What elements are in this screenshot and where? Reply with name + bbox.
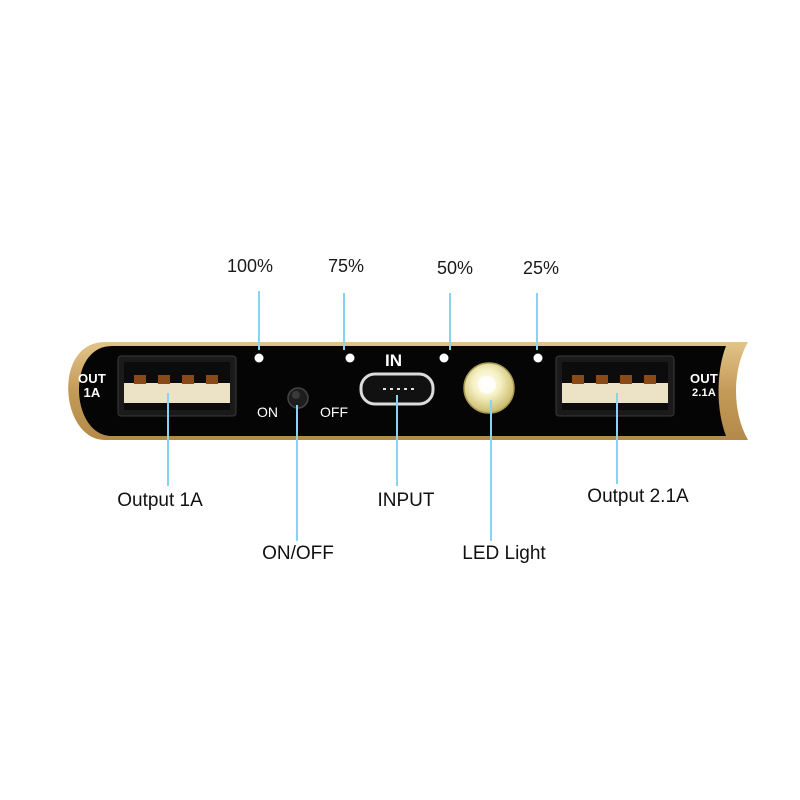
usb-port-2-1a <box>555 355 675 417</box>
right-port-label-line2: 2.1A <box>691 387 717 399</box>
indicator-label-50: 50% <box>436 258 474 278</box>
indicator-dot-75 <box>345 353 355 363</box>
right-port-label: OUT 2.1A <box>682 372 726 400</box>
right-port-label-line1: OUT <box>689 371 719 386</box>
indicator-label-75: 75% <box>327 256 365 276</box>
indicator-label-25: 25% <box>522 258 560 278</box>
callout-input: INPUT <box>377 490 435 511</box>
switch-on-label: ON <box>257 404 278 420</box>
left-port-label-line1: OUT <box>77 371 107 386</box>
led-light <box>463 362 515 414</box>
callout-output-2-1a: Output 2.1A <box>587 486 689 507</box>
usb-port-1a <box>117 355 237 417</box>
indicator-label-100: 100% <box>226 256 274 276</box>
left-port-label-line2: 1A <box>83 385 101 400</box>
callout-led-light: LED Light <box>462 543 546 564</box>
indicator-dot-50 <box>439 353 449 363</box>
indicator-dot-100 <box>254 353 264 363</box>
callout-output-1a: Output 1A <box>117 490 203 511</box>
switch-off-label: OFF <box>320 404 348 420</box>
input-port-label: IN <box>385 351 402 370</box>
callout-on-off: ON/OFF <box>262 543 334 564</box>
left-port-label: OUT 1A <box>72 372 112 400</box>
indicator-dot-25 <box>533 353 543 363</box>
